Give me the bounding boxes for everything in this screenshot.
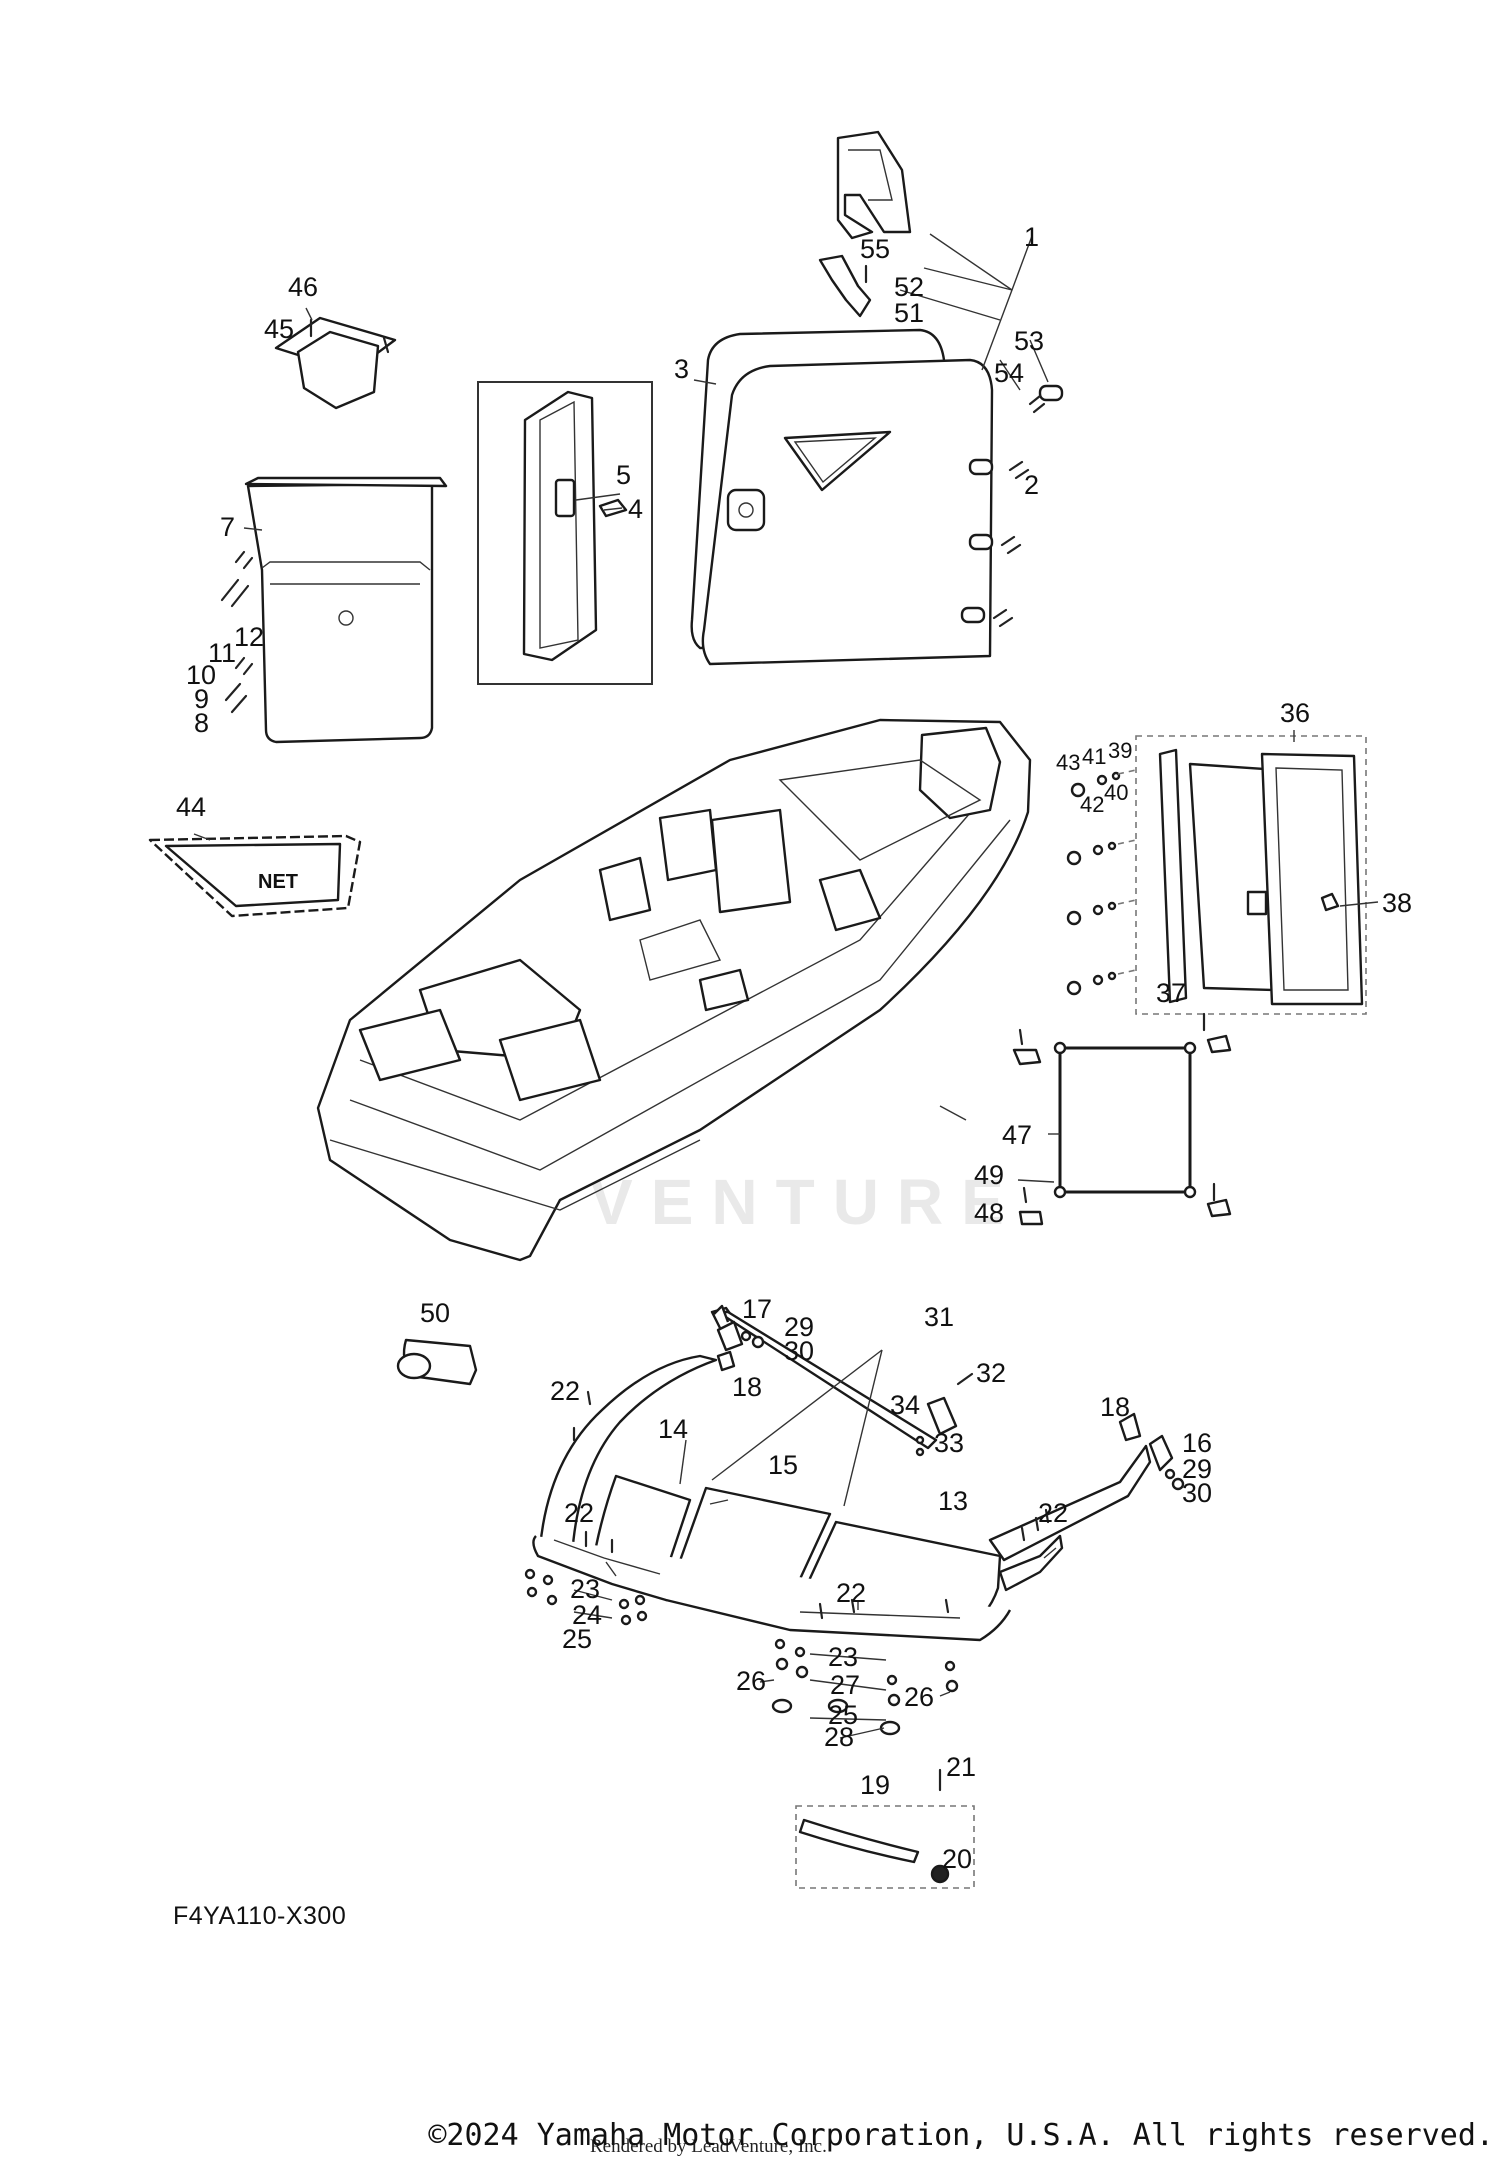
callout-15: 15 — [768, 1450, 798, 1480]
callout-18b: 18 — [1100, 1392, 1130, 1422]
part-45-cup-holder — [274, 316, 397, 410]
callout-54: 54 — [994, 358, 1024, 388]
callout-22c: 22 — [836, 1578, 866, 1608]
callout-7: 7 — [220, 512, 235, 542]
leader-lines — [193, 233, 1379, 1739]
part-door-inner-box — [477, 381, 653, 685]
callout-25b: 25 — [828, 1700, 858, 1730]
part-2-hinge-screws — [992, 384, 1064, 628]
net-label: NET — [258, 871, 298, 893]
callout-30a: 30 — [784, 1336, 814, 1366]
callout-36: 36 — [1280, 698, 1310, 728]
callout-51: 51 — [894, 298, 924, 328]
part-44-net: NET — [148, 834, 362, 918]
callout-2: 2 — [1024, 470, 1039, 500]
windshield-hardware — [524, 1304, 1185, 1736]
part-47-plate — [1012, 1012, 1232, 1226]
callout-22a: 22 — [550, 1376, 580, 1406]
callout-19: 19 — [860, 1770, 890, 1800]
callout-37: 37 — [1156, 978, 1186, 1008]
callout-23a: 23 — [570, 1574, 600, 1604]
callout-47: 47 — [1002, 1120, 1032, 1150]
callout-14: 14 — [658, 1414, 688, 1444]
callout-44: 44 — [176, 792, 206, 822]
callout-45: 45 — [264, 314, 294, 344]
callout-12: 12 — [234, 622, 264, 652]
callout-30b: 30 — [1182, 1478, 1212, 1508]
callout-9: 9 — [194, 684, 209, 714]
callout-23b: 23 — [828, 1642, 858, 1672]
callout-43: 43 — [1056, 750, 1080, 775]
boat-hull — [316, 718, 1032, 1262]
part-1-door — [701, 358, 994, 666]
callout-53: 53 — [1014, 326, 1044, 356]
callout-labels: 1 2 3 4 5 7 8 9 10 11 12 13 14 15 16 17 … — [176, 222, 1412, 1874]
rendered-by-text: Rendered by LeadVenture, Inc. — [590, 2136, 827, 2157]
part-36-window-panel — [1135, 735, 1367, 1015]
callout-17: 17 — [742, 1294, 772, 1324]
callout-1: 1 — [1024, 222, 1039, 252]
callout-26b: 26 — [904, 1682, 934, 1712]
callout-41: 41 — [1082, 744, 1106, 769]
callout-33: 33 — [934, 1428, 964, 1458]
callout-27: 27 — [830, 1670, 860, 1700]
callout-49: 49 — [974, 1160, 1004, 1190]
callout-13: 13 — [938, 1486, 968, 1516]
part-39-43-fasteners — [1066, 769, 1137, 996]
callout-40: 40 — [1104, 780, 1128, 805]
callout-4: 4 — [628, 494, 643, 524]
callout-8: 8 — [194, 708, 209, 738]
callout-52: 52 — [894, 272, 924, 302]
part-52-clip — [818, 254, 872, 318]
callout-10: 10 — [186, 660, 216, 690]
part-50-mirror — [396, 1338, 478, 1386]
callout-16: 16 — [1182, 1428, 1212, 1458]
callout-25a: 25 — [562, 1624, 592, 1654]
copyright-text: ©2024 Yamaha Motor Corporation, U.S.A. A… — [428, 2118, 1494, 2153]
callout-29b: 29 — [1182, 1454, 1212, 1484]
callout-32: 32 — [976, 1358, 1006, 1388]
callout-11: 11 — [208, 638, 236, 668]
callout-46: 46 — [288, 272, 318, 302]
callout-55: 55 — [860, 234, 890, 264]
callout-24: 24 — [572, 1600, 602, 1630]
callout-5: 5 — [616, 460, 631, 490]
part-7-storage-box — [220, 476, 448, 744]
callout-28: 28 — [824, 1722, 854, 1752]
callout-20: 20 — [942, 1844, 972, 1874]
callout-42: 42 — [1080, 792, 1104, 817]
callout-21: 21 — [946, 1752, 976, 1782]
diagram-code: F4YA110-X300 — [173, 1902, 347, 1930]
callout-38: 38 — [1382, 888, 1412, 918]
callout-31: 31 — [924, 1302, 954, 1332]
callout-22b: 22 — [564, 1498, 594, 1528]
callout-48: 48 — [974, 1198, 1004, 1228]
callout-18a: 18 — [732, 1372, 762, 1402]
callout-50: 50 — [420, 1298, 450, 1328]
callout-39: 39 — [1108, 738, 1132, 763]
callout-22d: 22 — [1038, 1498, 1068, 1528]
callout-34: 34 — [890, 1390, 920, 1420]
part-55-bracket — [836, 130, 912, 240]
callout-3: 3 — [674, 354, 689, 384]
callout-29a: 29 — [784, 1312, 814, 1342]
callout-26a: 26 — [736, 1666, 766, 1696]
watermark: VENTURE — [590, 1166, 1022, 1238]
part-19-trim — [795, 1768, 975, 1889]
